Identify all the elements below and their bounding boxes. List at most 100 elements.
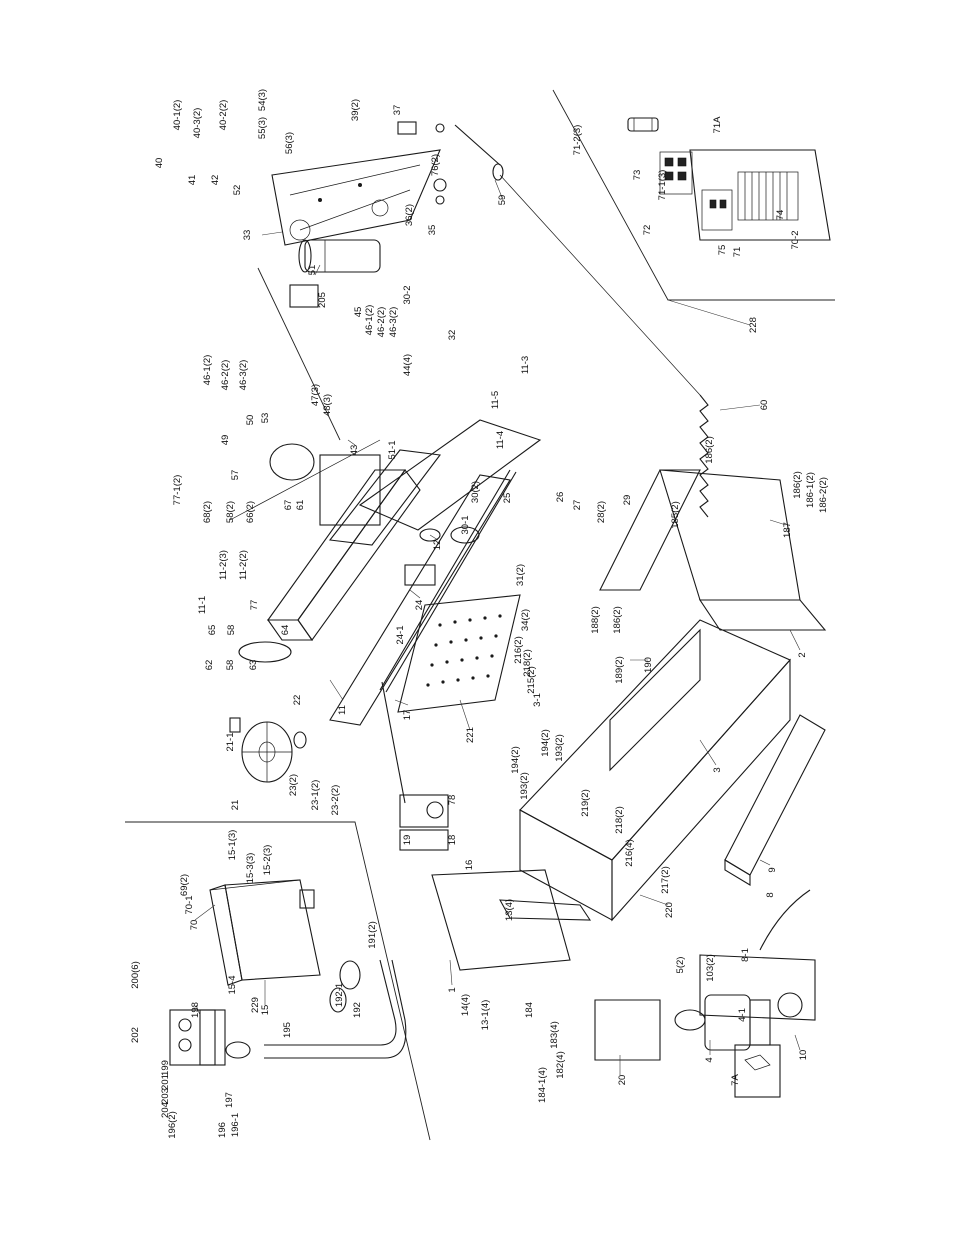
callout-7a: 7A [730, 1074, 741, 1086]
callout-186-1-2: 186-1(2) [805, 472, 816, 508]
callout-51: 51 [307, 265, 318, 276]
callout-8: 8 [765, 892, 776, 897]
base-stand [431, 469, 827, 1061]
callout-15-3-3: 15-3(3) [245, 853, 256, 884]
switch-box [169, 1009, 251, 1066]
callout-77: 77 [249, 600, 260, 611]
electrical-box [209, 879, 321, 986]
callout-35: 35 [427, 225, 438, 236]
callout-27: 27 [572, 500, 583, 511]
callout-184-1-4: 184-1(4) [537, 1067, 548, 1103]
callout-219-2: 219(2) [580, 789, 591, 816]
callout-229: 229 [250, 997, 261, 1013]
callout-59: 59 [497, 195, 508, 206]
leader-c-24 [409, 589, 421, 599]
callout-205: 205 [317, 292, 328, 308]
terminal-block [737, 171, 799, 221]
callout-25: 25 [502, 493, 513, 504]
callout-40-2-2: 40-2(2) [218, 100, 229, 131]
leader-c-187 [769, 519, 787, 526]
callout-64: 64 [280, 625, 291, 636]
callout-197: 197 [224, 1092, 235, 1108]
callout-29: 29 [622, 495, 633, 506]
callout-68-2: 68(2) [202, 501, 213, 523]
callout-11-2-3: 11-2(3) [218, 550, 229, 580]
callout-200-6: 200(6) [130, 961, 141, 988]
callout-28-2: 28(2) [596, 501, 607, 523]
callout-3-1: 3-1 [532, 693, 543, 707]
callout-53: 53 [260, 413, 271, 424]
callout-77-1-2: 77-1(2) [172, 475, 183, 506]
callout-4: 4 [704, 1057, 715, 1062]
callout-4-1: 4-1 [737, 1008, 748, 1022]
callout-103-2: 103(2) [705, 954, 716, 981]
leader-c-59 [494, 179, 504, 201]
callout-11-1: 11-1 [197, 596, 208, 614]
work-table [397, 594, 521, 713]
callout-51-1: 51-1 [387, 440, 398, 459]
callout-21-1: 21-1 [225, 732, 236, 751]
callout-11-5: 11-5 [490, 391, 501, 409]
callout-12: 12 [432, 540, 443, 551]
callout-195: 195 [282, 1022, 293, 1038]
callout-202: 202 [130, 1027, 141, 1043]
lead-screw [379, 469, 517, 693]
leader-c-17 [394, 699, 409, 706]
callout-56-3: 56(3) [284, 132, 295, 154]
callout-52: 52 [232, 185, 243, 196]
callout-15-4: 15-4 [227, 975, 238, 994]
callout-11-4: 11-4 [495, 431, 506, 449]
callout-183-4: 183(4) [549, 1021, 560, 1048]
callout-218-2b: 218(2) [614, 806, 625, 833]
callout-194-2b: 194(2) [510, 746, 521, 773]
callout-198: 198 [190, 1002, 201, 1018]
callout-24: 24 [414, 600, 425, 611]
callout-196-1: 196-1 [230, 1113, 241, 1137]
callout-193-2b: 193(2) [519, 772, 530, 799]
callout-65: 65 [207, 625, 218, 636]
callout-46-2-2a: 46-2(2) [376, 307, 387, 338]
callout-186-2c: 186(2) [792, 471, 803, 498]
leader-c-221 [459, 699, 471, 731]
callout-192: 192 [352, 1002, 363, 1018]
callout-78: 78 [447, 795, 458, 806]
callout-72: 72 [642, 225, 653, 236]
callout-16: 16 [464, 860, 475, 871]
callout-34-2: 34(2) [520, 609, 531, 631]
callout-55-3: 55(3) [257, 117, 268, 139]
callout-193-2a: 193(2) [554, 734, 565, 761]
callout-20: 20 [617, 1075, 628, 1086]
callout-192-1: 192-1 [334, 983, 345, 1007]
feed-rod-assembly [381, 681, 449, 851]
callout-8-1: 8-1 [740, 948, 751, 962]
leader-c-220 [639, 894, 669, 906]
coolant-pump [674, 889, 816, 1098]
fuse [627, 117, 659, 132]
callout-49: 49 [220, 435, 231, 446]
callout-40-3-2: 40-3(2) [192, 108, 203, 139]
leader-c-70 [194, 904, 216, 921]
callout-188-2: 188(2) [590, 606, 601, 633]
callout-21: 21 [230, 800, 241, 811]
callout-23-2-2: 23-2(2) [330, 785, 341, 816]
leader-c-10 [794, 1034, 801, 1051]
callout-31-2: 31(2) [515, 564, 526, 586]
callout-62: 62 [204, 660, 215, 671]
callout-75: 75 [717, 245, 728, 256]
callout-190: 190 [643, 657, 654, 673]
callout-196-2: 196(2) [167, 1111, 178, 1138]
callout-18: 18 [447, 835, 458, 846]
callout-33: 33 [242, 230, 253, 241]
motor-bracket-assembly [271, 121, 447, 308]
callout-45: 45 [353, 307, 364, 318]
callout-24-1: 24-1 [395, 625, 406, 644]
callout-196: 196 [217, 1122, 228, 1138]
leader-c-3 [699, 739, 717, 766]
leader-c-9 [759, 859, 771, 866]
callout-15: 15 [260, 1005, 271, 1016]
callout-71-1-3: 71-1(3) [657, 170, 668, 201]
callout-11: 11 [337, 705, 348, 715]
callout-186-2b: 186(2) [704, 436, 715, 463]
callout-194-2a: 194(2) [540, 729, 551, 756]
